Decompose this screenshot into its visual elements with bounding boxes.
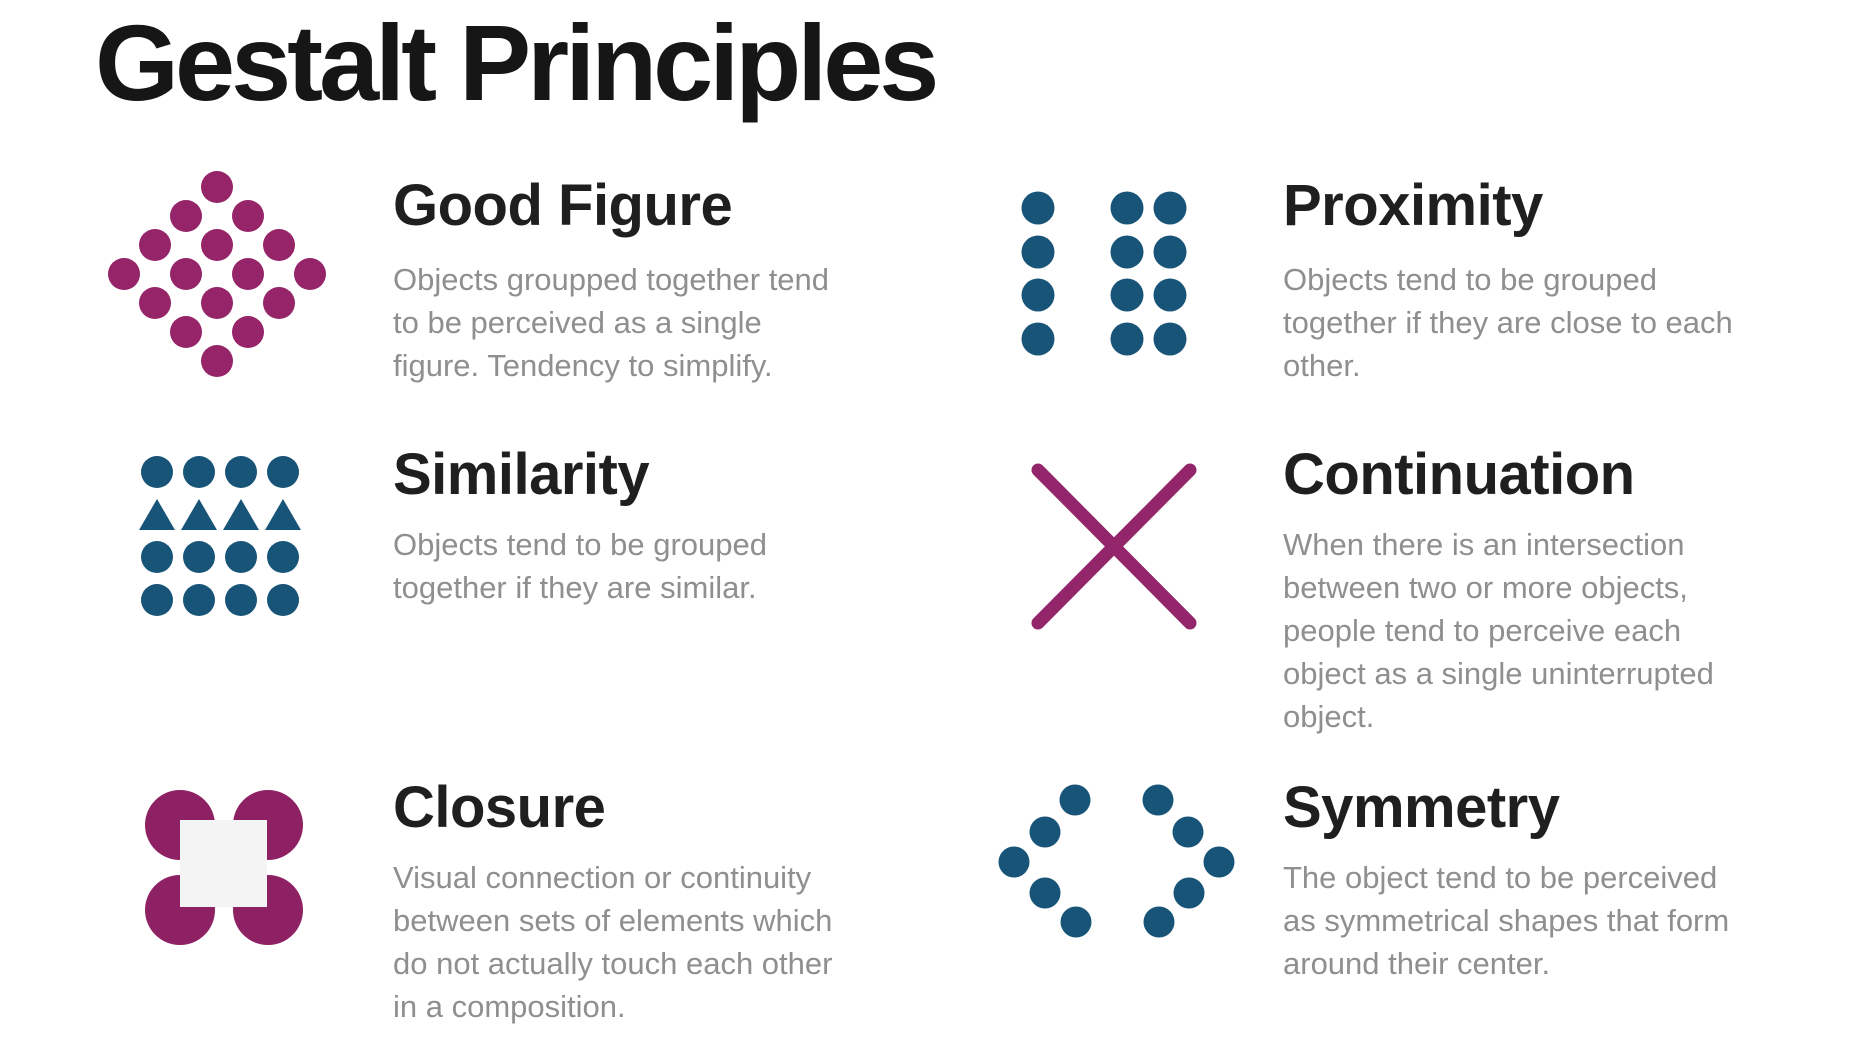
closure-heading: Closure	[393, 775, 606, 840]
continuation-cross-icon	[1031, 463, 1197, 630]
proximity-heading: Proximity	[1283, 173, 1543, 238]
similarity-description: Objects tend to be grouped together if t…	[393, 527, 767, 605]
similarity-circles-triangles-icon	[139, 456, 301, 616]
symmetry-dot-diamond-icon	[998, 784, 1235, 938]
similarity-heading: Similarity	[393, 442, 650, 507]
continuation-heading: Continuation	[1283, 442, 1635, 507]
symmetry-heading: Symmetry	[1283, 775, 1560, 840]
proximity-dot-groups-icon	[1021, 191, 1187, 356]
closure-description: Visual connection or continuity between …	[393, 860, 833, 1024]
continuation-description: When there is an intersection between tw…	[1283, 527, 1714, 734]
good-figure-heading: Good Figure	[393, 173, 733, 238]
good-figure-description: Objects groupped together tend to be per…	[393, 262, 830, 383]
proximity-description: Objects tend to be grouped together if t…	[1283, 262, 1733, 383]
page-title: Gestalt Principles	[95, 2, 939, 123]
good-figure-diamond-dots-icon	[108, 171, 326, 377]
symmetry-description: The object tend to be perceived as symme…	[1283, 860, 1730, 981]
closure-circles-square-icon	[145, 790, 303, 945]
